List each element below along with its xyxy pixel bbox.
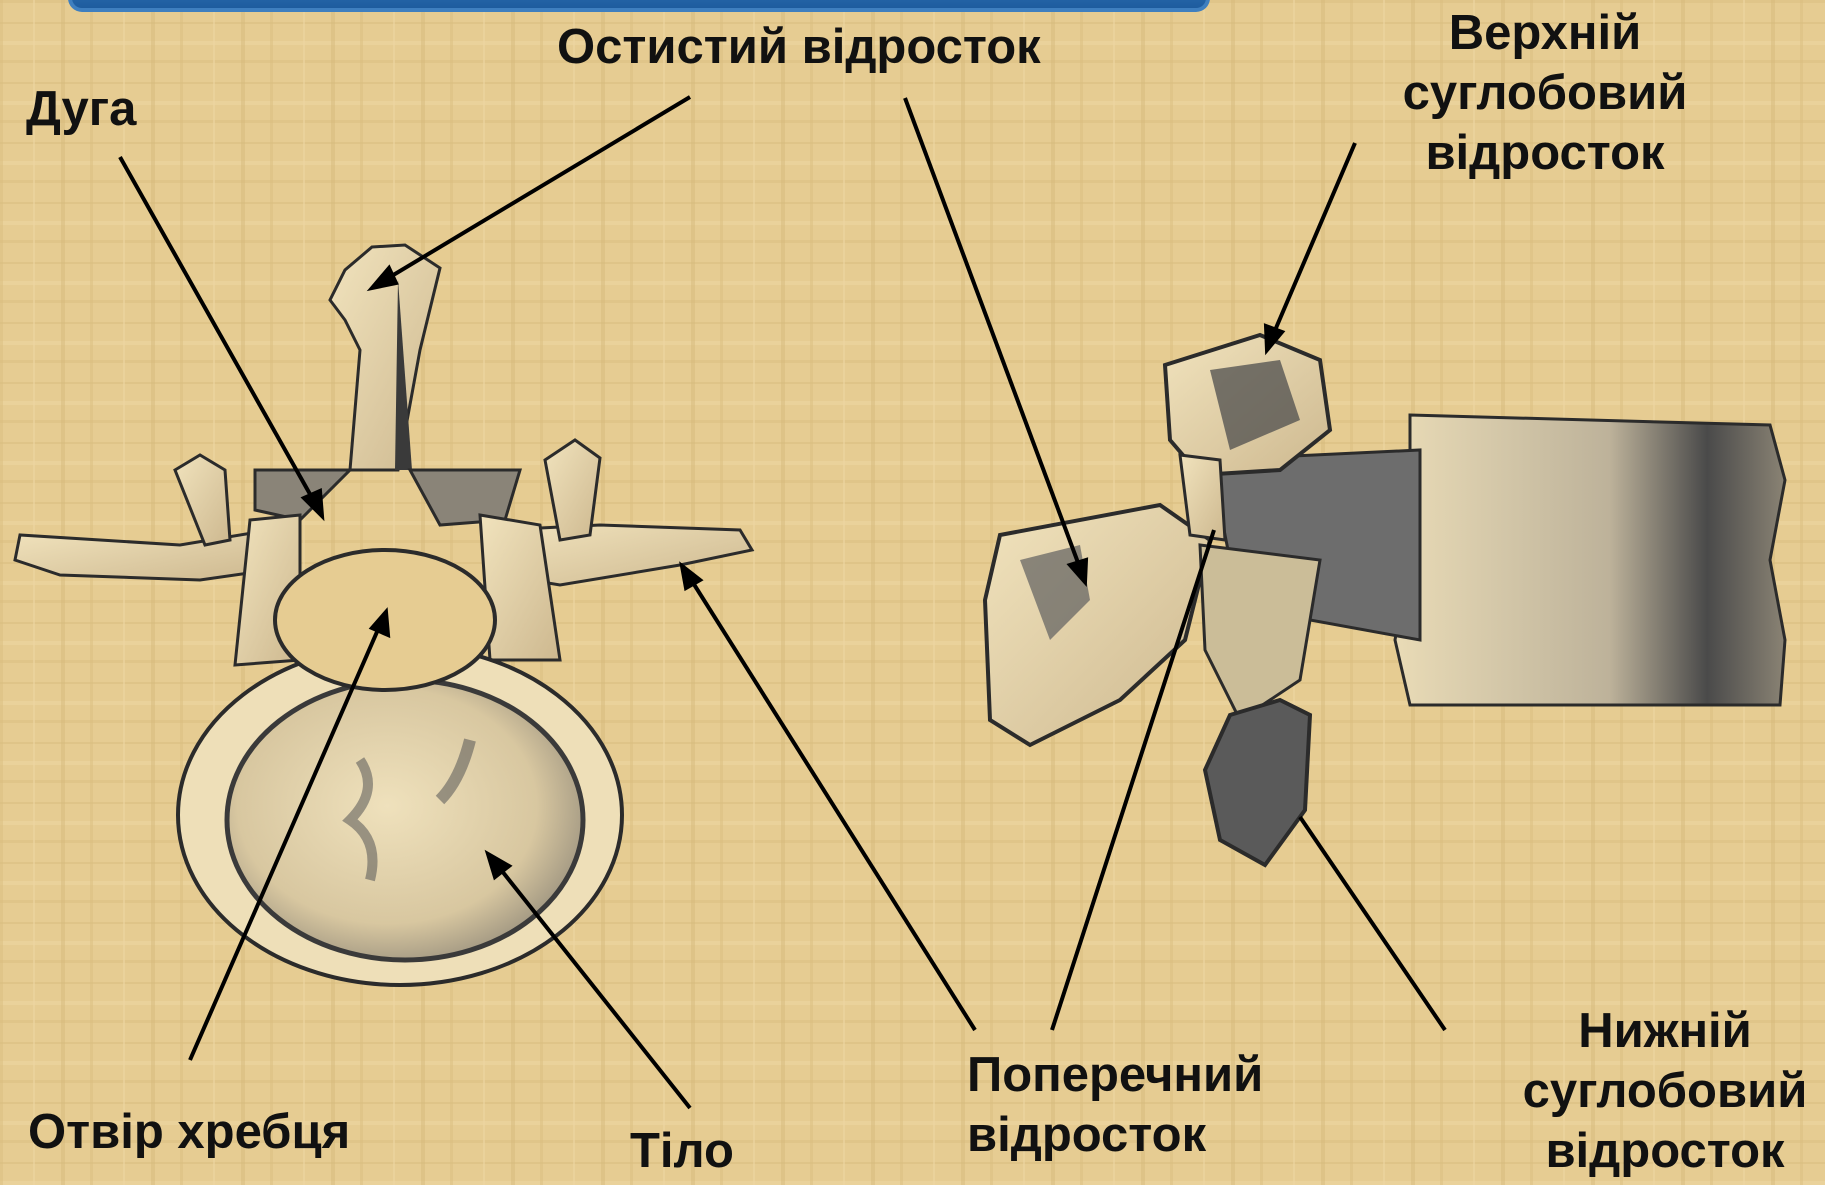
label-body-line1: Тіло <box>630 1122 734 1182</box>
arrowhead-transverse-left <box>682 566 700 588</box>
label-vertebral-foramen: Отвір хребця <box>28 1103 350 1163</box>
label-transverse-process: Поперечний відросток <box>967 1046 1263 1166</box>
label-inferior-articular-line3: відросток <box>1505 1122 1825 1182</box>
label-arch-line1: Дуга <box>26 80 136 140</box>
label-superior-articular-process: Верхній суглобовий відросток <box>1380 4 1710 183</box>
pointer-transverse-left <box>690 578 975 1030</box>
label-superior-articular-line1: Верхній <box>1380 4 1710 64</box>
label-spinous-process-line1: Остистий відросток <box>557 18 1041 78</box>
pointer-superior-articular <box>1273 143 1355 335</box>
label-superior-articular-line3: відросток <box>1380 124 1710 184</box>
label-inferior-articular-line1: Нижній <box>1505 1002 1825 1062</box>
label-superior-articular-line2: суглобовий <box>1380 64 1710 124</box>
label-transverse-line2: відросток <box>967 1106 1263 1166</box>
pointer-inferior-articular <box>1300 817 1445 1030</box>
label-inferior-articular-line2: суглобовий <box>1505 1062 1825 1122</box>
label-vertebral-foramen-line1: Отвір хребця <box>28 1103 350 1163</box>
pointer-transverse-side <box>905 98 1080 568</box>
label-inferior-articular-process: Нижній суглобовий відросток <box>1505 1002 1825 1181</box>
vertebra-side-view <box>985 335 1785 865</box>
label-transverse-line1: Поперечний <box>967 1046 1263 1106</box>
label-spinous-process: Остистий відросток <box>557 18 1041 78</box>
pointer-arch <box>120 157 315 503</box>
pointer-spinous <box>385 97 690 280</box>
label-body: Тіло <box>630 1122 734 1182</box>
label-arch: Дуга <box>26 80 136 140</box>
pointer-body <box>498 866 690 1108</box>
